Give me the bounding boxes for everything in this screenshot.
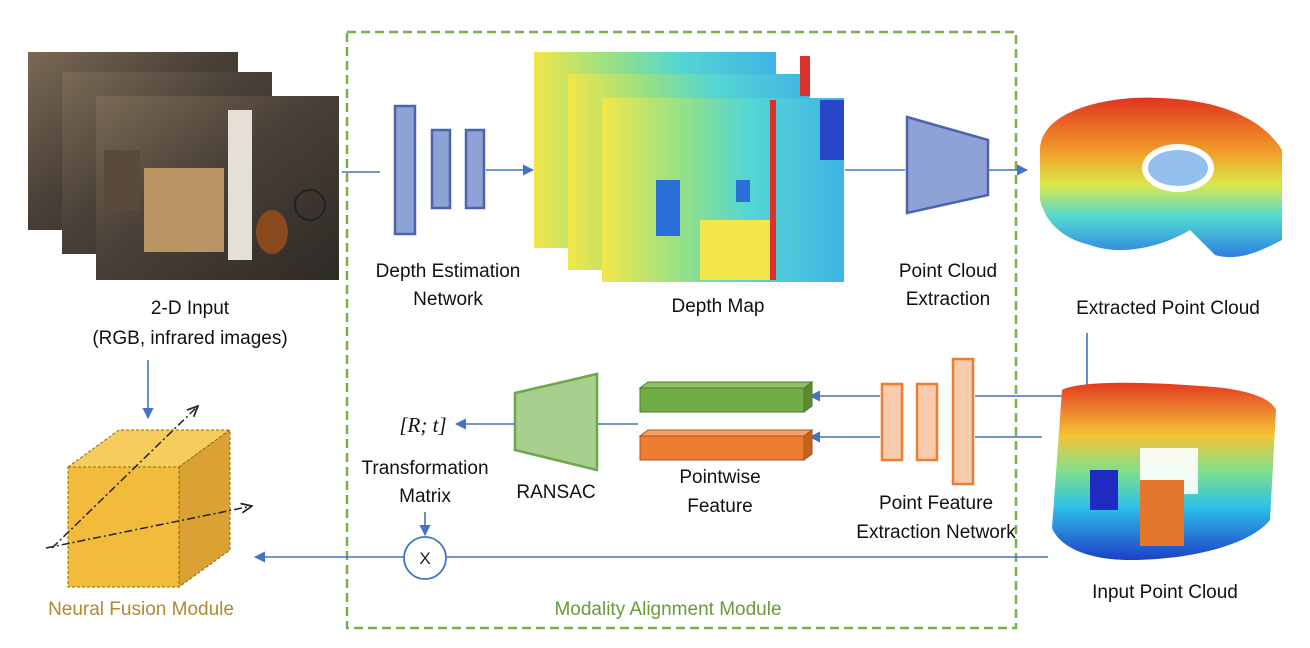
depth-net-label-line1: Depth Estimation [376,261,521,282]
depth-net-label-line2: Network [413,289,483,310]
modality-alignment-border [345,30,1018,630]
arrow-extracted-to-feature-net [975,333,1088,397]
depth-map-label: Depth Map [672,296,765,317]
input-point-cloud [1052,382,1276,560]
pf-net-label-line2: Extraction Network [856,522,1016,543]
rgb-image-stack [28,52,339,280]
ransac-block [513,372,599,472]
multiply-node [403,536,447,580]
depth-estimation-network [393,104,486,236]
input-pc-label: Input Point Cloud [1092,582,1238,603]
extracted-pc-label: Extracted Point Cloud [1076,298,1260,319]
neural-fusion-cube [45,406,252,588]
transform-label-line2: Matrix [399,486,451,507]
ransac-label: RANSAC [516,482,595,503]
extracted-point-cloud [1040,97,1282,258]
input-2d-label-line1: 2-D Input [151,298,230,319]
pc-extraction-label-line2: Extraction [906,289,990,310]
point-feature-extraction-network [880,357,975,486]
modality-alignment-label: Modality Alignment Module [554,599,781,620]
pf-net-label-line1: Point Feature [879,493,993,514]
pc-extraction-label-line1: Point Cloud [899,261,997,282]
rt-label: [R; t] [399,413,446,437]
multiply-symbol: X [419,549,430,568]
input-2d-label-line2: (RGB, infrared images) [92,328,287,349]
depth-map-stack [534,52,844,282]
pointwise-label-line2: Feature [687,496,752,517]
pointwise-feature-orange [638,429,814,461]
transform-label-line1: Transformation [361,458,488,479]
neural-fusion-label: Neural Fusion Module [48,599,234,620]
pointwise-label-line1: Pointwise [679,467,760,488]
pc-extraction-block [905,115,990,215]
pointwise-feature-green [638,381,814,413]
